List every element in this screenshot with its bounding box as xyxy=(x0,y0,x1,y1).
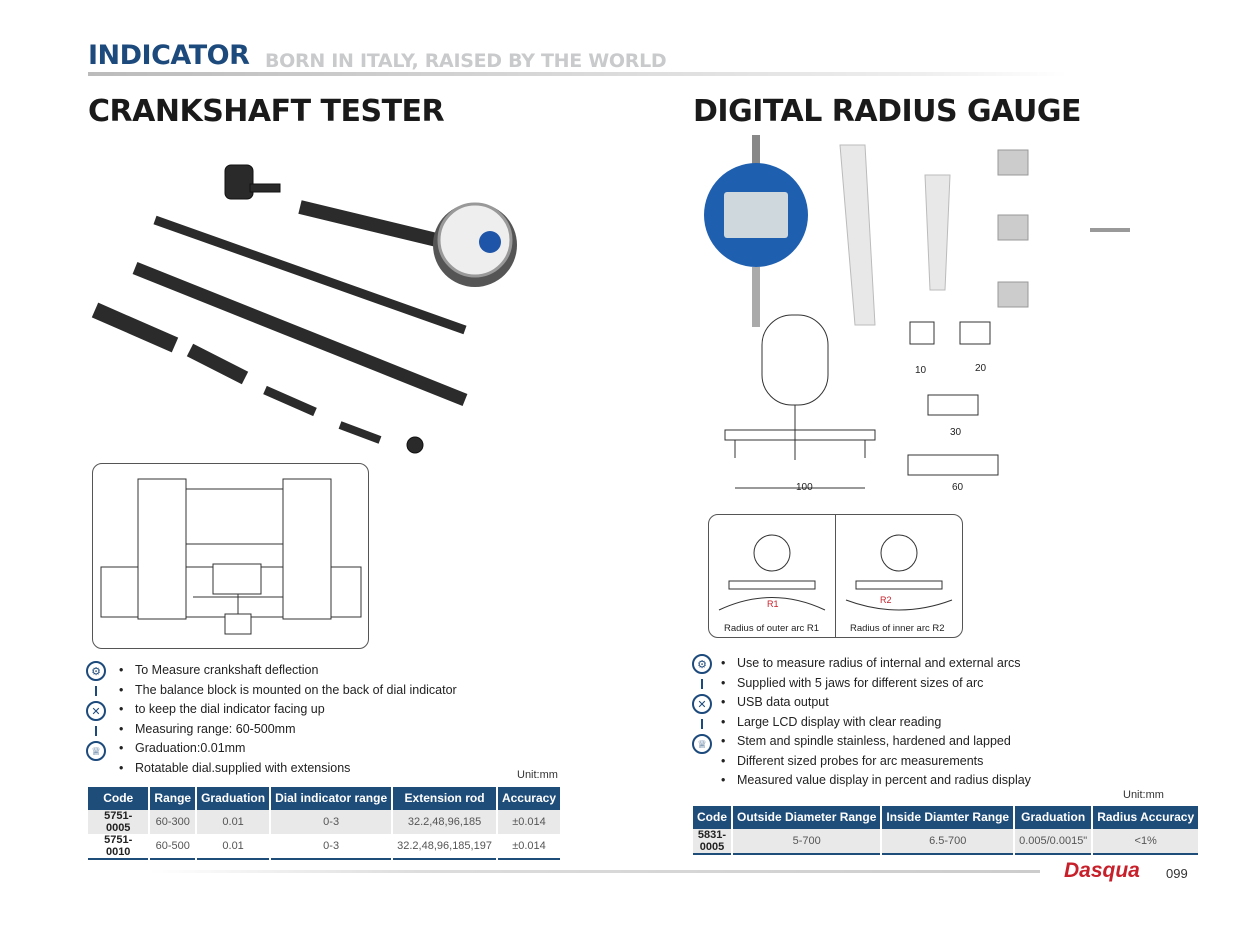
feature: Supplied with 5 jaws for different sizes… xyxy=(721,674,1031,694)
gear-icon: ⚙ xyxy=(692,654,712,674)
feature: To Measure crankshaft deflection xyxy=(119,661,457,681)
tools-icon: ✕ xyxy=(692,694,712,714)
cell: 0.01 xyxy=(197,810,270,834)
feature: Use to measure radius of internal and ex… xyxy=(721,654,1031,674)
divider xyxy=(701,719,703,729)
feature: Measured value display in percent and ra… xyxy=(721,771,1031,791)
divider xyxy=(701,679,703,689)
radius-gauge-title: DIGITAL RADIUS GAUGE xyxy=(693,94,1081,129)
col-header: Outside Diameter Range xyxy=(733,806,881,829)
cell: <1% xyxy=(1093,829,1199,855)
cell: 32.2,48,96,185 xyxy=(393,810,496,834)
radius-gauge-spec-table: Code Outside Diameter Range Inside Diamt… xyxy=(691,806,1200,855)
gear-icon: ⚙ xyxy=(86,661,106,681)
col-header: Code xyxy=(693,806,731,829)
col-header: Radius Accuracy xyxy=(1093,806,1199,829)
inner-arc-drawing xyxy=(845,534,953,611)
feature: USB data output xyxy=(721,693,1031,713)
cell: ±0.014 xyxy=(497,810,560,834)
cell: ±0.014 xyxy=(497,834,560,860)
cell: 5751-0005 xyxy=(88,810,149,834)
trophy-icon: ♕ xyxy=(86,741,106,761)
arc-measurement-diagram: R1 Radius of outer arc R1 R2 Radius of i… xyxy=(708,514,963,638)
cell: 0-3 xyxy=(271,810,392,834)
inner-arc-panel: R2 Radius of inner arc R2 xyxy=(836,515,962,637)
outer-arc-drawing xyxy=(718,534,826,611)
radius-gauge-features: Use to measure radius of internal and ex… xyxy=(721,654,1031,791)
feature: Large LCD display with clear reading xyxy=(721,713,1031,733)
col-header: Range xyxy=(150,787,196,810)
tools-icon: ✕ xyxy=(86,701,106,721)
cell: 60-500 xyxy=(150,834,196,860)
page-number: 099 xyxy=(1166,866,1188,881)
col-header: Accuracy xyxy=(497,787,560,810)
feature: Stem and spindle stainless, hardened and… xyxy=(721,732,1031,752)
footer-divider xyxy=(150,870,1040,873)
divider xyxy=(95,686,97,696)
crankshaft-tester-photo xyxy=(91,164,517,454)
cell: 32.2,48,96,185,197 xyxy=(393,834,496,860)
inner-arc-label: Radius of inner arc R2 xyxy=(850,623,945,634)
cell: 5751-0010 xyxy=(88,834,149,860)
outer-arc-label: Radius of outer arc R1 xyxy=(724,623,820,634)
col-header: Inside Diamter Range xyxy=(882,806,1014,829)
feature: Rotatable dial.supplied with extensions xyxy=(119,759,457,779)
crankshaft-features: To Measure crankshaft deflection The bal… xyxy=(119,661,457,778)
dim-label: 20 xyxy=(975,363,987,374)
crankshaft-diagram xyxy=(92,463,369,649)
cell: 0.01 xyxy=(197,834,270,860)
cell: 0-3 xyxy=(271,834,392,860)
col-header: Graduation xyxy=(1015,806,1092,829)
cell: 6.5-700 xyxy=(882,829,1014,855)
r1-mark: R1 xyxy=(767,599,779,609)
unit-label: Unit:mm xyxy=(517,769,558,781)
crankshaft-title: CRANKSHAFT TESTER xyxy=(88,94,445,129)
feature: The balance block is mounted on the back… xyxy=(119,681,457,701)
crankshaft-spec-table: Code Range Graduation Dial indicator ran… xyxy=(86,787,562,860)
col-header: Extension rod xyxy=(393,787,496,810)
section-brand: INDICATOR xyxy=(88,40,250,71)
col-header: Dial indicator range xyxy=(271,787,392,810)
feature: Measuring range: 60-500mm xyxy=(119,720,457,740)
outer-arc-panel: R1 Radius of outer arc R1 xyxy=(709,515,836,637)
divider xyxy=(95,726,97,736)
trophy-icon: ♕ xyxy=(692,734,712,754)
radius-gauge-photo xyxy=(704,135,1130,489)
cell: 5-700 xyxy=(733,829,881,855)
cell: 5831-0005 xyxy=(693,829,731,855)
diagram-drawing xyxy=(100,478,362,635)
dim-label: 60 xyxy=(952,482,964,493)
dim-label: 10 xyxy=(915,365,927,376)
col-header: Graduation xyxy=(197,787,270,810)
feature: to keep the dial indicator facing up xyxy=(119,700,457,720)
col-header: Code xyxy=(88,787,149,810)
unit-label: Unit:mm xyxy=(1123,789,1164,801)
header-divider xyxy=(88,72,1068,76)
dim-label: 30 xyxy=(950,427,962,438)
cell: 60-300 xyxy=(150,810,196,834)
feature: Different sized probes for arc measureme… xyxy=(721,752,1031,772)
dim-label: 100 xyxy=(796,482,813,493)
feature: Graduation:0.01mm xyxy=(119,739,457,759)
dasqua-logo: Dasqua xyxy=(1064,859,1140,882)
cell: 0.005/0.0015" xyxy=(1015,829,1092,855)
r2-mark: R2 xyxy=(880,595,892,605)
slogan: BORN IN ITALY, RAISED BY THE WORLD xyxy=(265,50,667,72)
